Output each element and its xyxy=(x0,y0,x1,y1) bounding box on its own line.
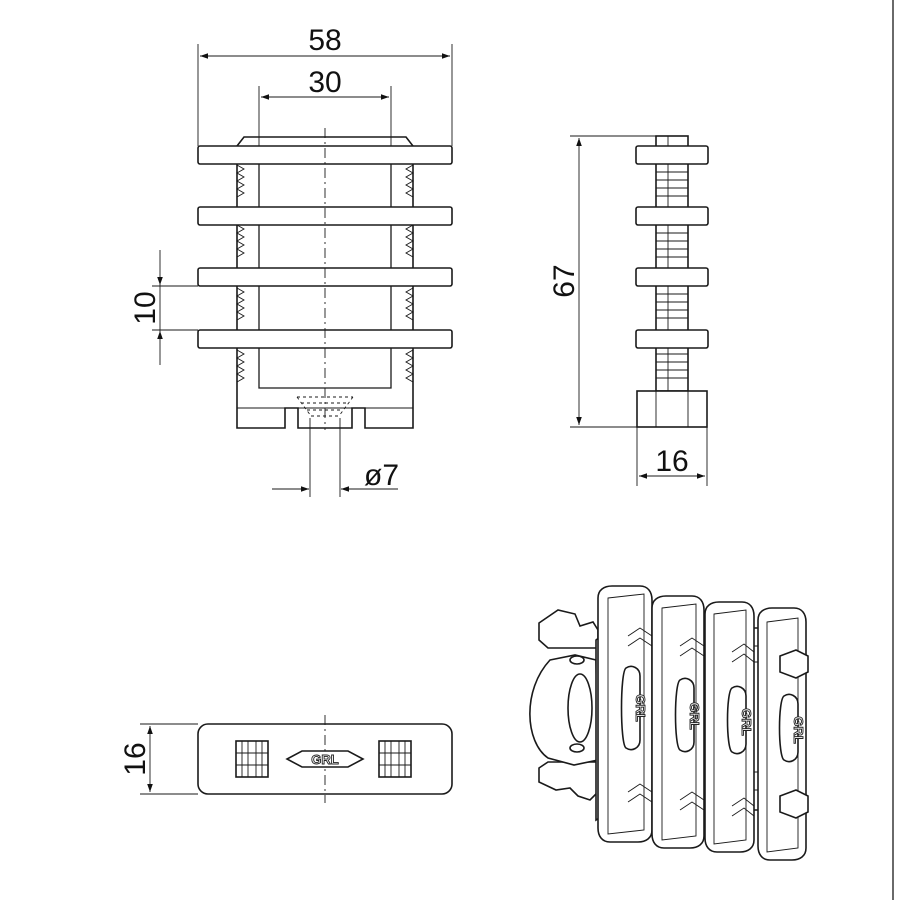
iso-plate-4: GRL xyxy=(757,607,809,861)
side-plate-3 xyxy=(635,267,709,287)
iso-clamp-bore xyxy=(567,673,593,743)
dim-67-text: 67 xyxy=(548,264,581,297)
dim-58-text: 58 xyxy=(308,24,341,57)
side-base-inner xyxy=(655,391,689,427)
front-hole-lines xyxy=(309,418,341,497)
dim-d7-text: ø7 xyxy=(364,459,399,492)
front-thread-right xyxy=(405,164,414,383)
side-view: 67 16 xyxy=(548,135,709,486)
side-plate-4 xyxy=(635,329,709,349)
bottom-clip-right xyxy=(378,740,412,778)
side-ribs xyxy=(656,171,688,379)
iso-view: GRL GRL GRL GRL xyxy=(529,585,809,861)
iso-logo-4: GRL xyxy=(791,716,806,744)
bottom-view: GRL 16 xyxy=(119,715,453,803)
dim-30-extensions xyxy=(258,86,392,146)
dim-10-text: 10 xyxy=(129,291,162,324)
side-core xyxy=(655,135,689,392)
iso-plate-1: GRL xyxy=(597,585,653,843)
iso-base-frame xyxy=(538,609,599,649)
side-base xyxy=(636,390,708,428)
iso-logo-1: GRL xyxy=(633,694,648,722)
dim-67-extensions xyxy=(570,135,656,428)
front-thread-left xyxy=(236,164,245,383)
iso-slot-bottom xyxy=(569,743,585,753)
bottom-logo-text: GRL xyxy=(311,752,339,767)
dim-16-side-text: 16 xyxy=(655,445,688,478)
dim-30-text: 30 xyxy=(308,66,341,99)
iso-plate-2: GRL xyxy=(651,595,705,849)
iso-base-frame-bottom xyxy=(538,761,599,801)
dim-16-bottom-extensions xyxy=(140,723,198,795)
side-plate-1 xyxy=(635,145,709,165)
front-view: 58 30 10 ø7 xyxy=(129,24,453,497)
dim-58-extensions xyxy=(197,44,453,146)
dim-16-side-extensions xyxy=(636,427,708,486)
iso-logo-3: GRL xyxy=(739,708,754,736)
bottom-logo-badge: GRL xyxy=(285,750,365,768)
iso-plate-3: GRL xyxy=(704,601,755,853)
side-plate-2 xyxy=(635,206,709,226)
iso-logo-2: GRL xyxy=(687,702,702,730)
iso-slot-top xyxy=(569,655,585,665)
dim-16-bottom-text: 16 xyxy=(119,742,152,775)
bottom-clip-left xyxy=(235,740,269,778)
